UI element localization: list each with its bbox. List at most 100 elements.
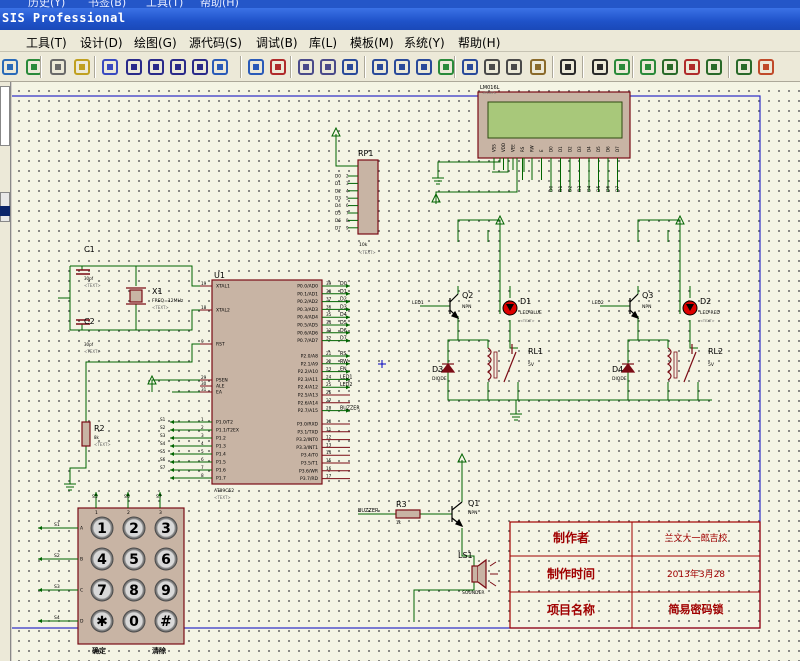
transistor-q3[interactable]: [629, 293, 640, 320]
ares-icon[interactable]: [756, 57, 776, 77]
netlist-icon[interactable]: [612, 57, 632, 77]
cut-menu-history[interactable]: 历史(Y): [28, 0, 66, 8]
undo-icon[interactable]: [210, 57, 230, 77]
menu-item-system[interactable]: 系统(Y): [404, 36, 445, 50]
property-tool-icon[interactable]: [590, 57, 610, 77]
ls1-value: SOUNDER: [462, 590, 485, 596]
goto-sheet-icon[interactable]: [704, 57, 724, 77]
diode-d4[interactable]: [620, 363, 636, 373]
mcu-u1[interactable]: U1 AT89C52 <TEXT> 19XTAL118XTAL29RST29PS…: [160, 271, 360, 500]
lcd-pin-label: D2: [568, 146, 573, 152]
cut-menu-bookmarks[interactable]: 书签(B): [88, 0, 127, 8]
block-move-icon[interactable]: [370, 57, 390, 77]
keypad-key[interactable]: 2: [122, 516, 146, 540]
sounder-ls1[interactable]: [471, 558, 498, 590]
keypad-key[interactable]: 9: [154, 578, 178, 602]
search-tag-icon[interactable]: [558, 57, 578, 77]
keypad-key[interactable]: 6: [154, 547, 178, 571]
zoom-area-icon[interactable]: [190, 57, 210, 77]
keypad-key-label: 0: [129, 614, 139, 630]
keypad-key[interactable]: 7: [90, 578, 114, 602]
keypad-key[interactable]: 3: [154, 516, 178, 540]
keypad-key[interactable]: 8: [122, 578, 146, 602]
relay-sections: LED1Q2NPND1LED-BLUE<TEXT>D3DIODERL15VLED…: [412, 214, 723, 421]
remove-sheet-icon[interactable]: [682, 57, 702, 77]
zoom-in-icon[interactable]: [124, 57, 144, 77]
u1-pin-name: P0.3/AD3: [297, 307, 318, 313]
wire-autoroute-icon[interactable]: [528, 57, 548, 77]
zoom-all-icon[interactable]: [168, 57, 188, 77]
led-d2[interactable]: [682, 300, 698, 316]
lcd-pin-label: D4: [587, 146, 592, 152]
package-icon[interactable]: [482, 57, 502, 77]
keypad-row-label: S4: [54, 615, 60, 621]
block-delete-icon[interactable]: [414, 57, 434, 77]
block-copy-icon[interactable]: [340, 57, 360, 77]
u1-net-label: RW: [340, 359, 348, 365]
u1-pin-number: 23: [326, 367, 332, 372]
make-device-icon[interactable]: [460, 57, 480, 77]
keypad-key[interactable]: 4: [90, 547, 114, 571]
origin-icon[interactable]: [72, 57, 92, 77]
u1-pin-name: P3.0/RXD: [297, 422, 319, 428]
menu-item-help[interactable]: 帮助(H): [458, 36, 501, 50]
transistor-q2[interactable]: [449, 293, 460, 320]
led-value: LED-BLUE: [520, 310, 542, 316]
crystal-x1[interactable]: [126, 287, 146, 305]
block-rotate-icon[interactable]: [392, 57, 412, 77]
u1-net-label: D5: [340, 320, 347, 326]
page-icon[interactable]: [0, 57, 20, 77]
diode-d3[interactable]: [440, 363, 456, 373]
led-d1[interactable]: [502, 300, 518, 316]
u1-net-label: EN: [340, 367, 347, 373]
menu-item-design[interactable]: 设计(D): [80, 36, 123, 50]
relay-rl2[interactable]: [666, 344, 697, 383]
pan-icon[interactable]: [100, 57, 120, 77]
u1-pin-number: 13: [326, 442, 332, 447]
redo-icon[interactable]: [246, 57, 266, 77]
keypad-key[interactable]: 1: [90, 516, 114, 540]
selected-device[interactable]: [0, 206, 10, 216]
paste-icon[interactable]: [318, 57, 338, 77]
keypad-key[interactable]: #: [154, 609, 178, 633]
pick-device-icon[interactable]: [436, 57, 456, 77]
u1-pin-number: 36: [326, 304, 332, 309]
u1-pin-number: 38: [326, 289, 332, 294]
u1-pin-number: 11: [326, 427, 332, 432]
object-selector-strip[interactable]: [0, 82, 11, 661]
cut-menu-tools[interactable]: 工具(T): [146, 0, 184, 8]
menu-item-debug[interactable]: 调试(B): [256, 36, 298, 50]
transistor-q1[interactable]: [449, 501, 467, 528]
menu-item-library[interactable]: 库(L): [309, 36, 338, 50]
cut-icon[interactable]: [268, 57, 288, 77]
u1-pin-number: 5: [201, 449, 204, 454]
resistor-r3[interactable]: [395, 509, 421, 519]
lcd-data-net-label: D3: [577, 186, 583, 192]
menu-item-source[interactable]: 源代码(S): [189, 36, 242, 50]
design-explorer-icon[interactable]: [638, 57, 658, 77]
bom-icon[interactable]: [734, 57, 754, 77]
menu-item-template[interactable]: 模板(M): [350, 36, 394, 50]
copy-icon[interactable]: [296, 57, 316, 77]
relay-rl1[interactable]: [486, 344, 517, 383]
new-sheet-icon[interactable]: [660, 57, 680, 77]
lcd-pin-label: D1: [558, 146, 563, 152]
menu-item-graph[interactable]: 绘图(G): [134, 36, 177, 50]
overview-window[interactable]: [0, 86, 10, 146]
keypad-key[interactable]: 0: [122, 609, 146, 633]
c2-ref: C2: [84, 317, 95, 326]
decompose-icon[interactable]: [504, 57, 524, 77]
u1-pin-number: 3: [201, 433, 204, 438]
zoom-out-icon[interactable]: [146, 57, 166, 77]
resistor-r2[interactable]: [81, 421, 91, 447]
keypad-key[interactable]: ✱: [90, 609, 114, 633]
menu-item-tools[interactable]: 工具(T): [26, 36, 67, 50]
keypad-key[interactable]: 5: [122, 547, 146, 571]
grid-icon[interactable]: [48, 57, 68, 77]
cut-menu-help[interactable]: 帮助(H): [200, 0, 239, 8]
